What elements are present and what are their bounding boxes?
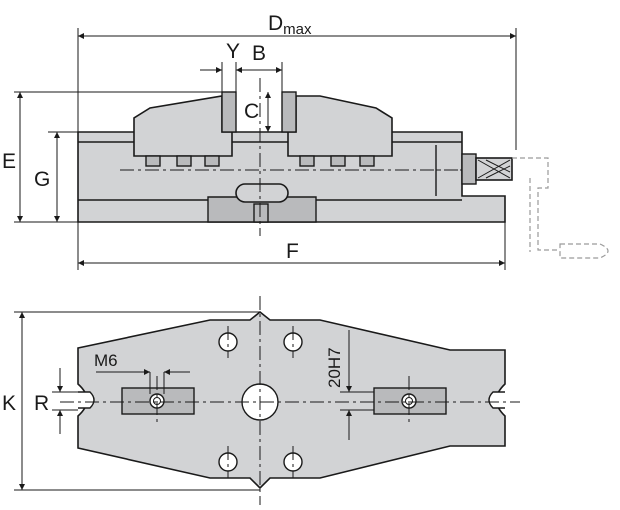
side-view: [77, 78, 609, 259]
label-k: K: [2, 392, 16, 415]
dimension-y-b: Y B: [200, 40, 283, 92]
dimension-k: K: [2, 311, 260, 491]
dimension-c: C: [244, 92, 271, 132]
dimension-20h7: 20H7: [325, 330, 374, 440]
jaw-bolts: [145, 155, 375, 167]
dimension-f: F: [77, 222, 506, 270]
label-f: F: [286, 240, 299, 263]
label-20h7: 20H7: [325, 347, 344, 388]
label-m6: M6: [94, 351, 118, 370]
top-view: [60, 296, 520, 505]
label-y: Y: [226, 40, 240, 63]
dimension-dmax: Dmax: [77, 12, 517, 150]
left-jaw: [133, 95, 233, 157]
label-r: R: [34, 392, 49, 415]
dimension-e: E: [2, 91, 222, 223]
dimension-r: R: [34, 368, 78, 434]
label-e: E: [2, 150, 16, 173]
label-b: B: [252, 42, 266, 65]
right-jaw: [287, 95, 393, 157]
label-g: G: [34, 168, 50, 191]
spindle-end: [461, 153, 477, 185]
crank-handle: [512, 157, 609, 259]
label-c: C: [244, 100, 259, 123]
label-d: D: [268, 12, 283, 35]
svg-text:Dmax: Dmax: [268, 12, 312, 38]
label-max: max: [283, 21, 312, 38]
dimension-g: G: [34, 131, 78, 222]
dimension-m6: M6: [94, 351, 190, 394]
center-slot: [235, 183, 289, 203]
